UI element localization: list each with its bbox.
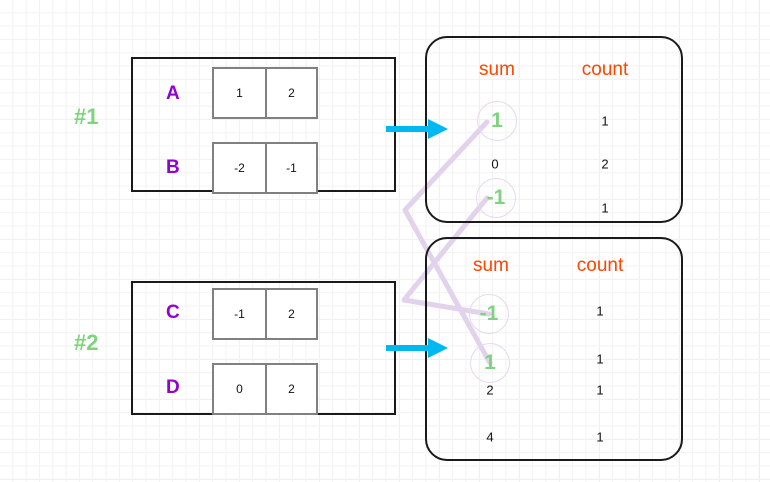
cell-pair-a: 1 2	[212, 67, 318, 119]
panel-2-row-0-count: 1	[596, 303, 604, 319]
panel-1-row-2-highlight-ring	[476, 178, 516, 218]
cell-b-0: -2	[234, 161, 245, 175]
cell-pair-b: -2 -1	[212, 142, 318, 194]
row-label-a: A	[166, 83, 180, 104]
panel-2-row-3-sum: 4	[486, 429, 494, 445]
row-label-d: D	[166, 377, 180, 398]
panel-1-header-sum: sum	[479, 59, 515, 80]
panel-2-row-3-count: 1	[596, 429, 604, 445]
row-label-b: B	[166, 157, 180, 178]
cell-pair-c: -1 2	[212, 288, 318, 340]
cell-a-0: 1	[236, 86, 243, 100]
cell-c-1: 2	[265, 290, 316, 338]
arrow-group2-to-panel2	[386, 338, 448, 358]
panel-2-row-0-sum: -1	[479, 302, 499, 325]
link-panel1-sum-neg1-to-panel2-sum-neg1	[401, 195, 492, 317]
panel-2-header-sum: sum	[473, 255, 509, 276]
panel-1-row-0-count: 1	[601, 113, 609, 129]
panel-1-row-2-count: 1	[601, 200, 609, 216]
panel-1-row-0-sum: 1	[491, 109, 503, 132]
cell-b-1: -1	[265, 144, 316, 192]
cell-a-1: 2	[265, 69, 316, 117]
cell-d-0: 0	[236, 382, 243, 396]
panel-1-row-1-sum: 0	[491, 156, 499, 172]
cell-c-0: -1	[234, 307, 245, 321]
group-tag-2: #2	[74, 330, 99, 355]
panel-1-header-count: count	[581, 59, 629, 80]
cell-pair-d: 0 2	[212, 363, 318, 415]
panel-2-row-2-sum: 2	[486, 382, 494, 398]
panel-2-row-1-sum: 1	[484, 351, 496, 374]
arrow-group1-to-panel1	[386, 119, 448, 139]
group-tag-1: #1	[74, 104, 99, 129]
panel-2-row-1-highlight-ring	[470, 343, 510, 383]
panel-2-row-1-count: 1	[596, 351, 604, 367]
panel-2-row-0-highlight-ring	[469, 294, 509, 334]
panel-2-row-2-count: 1	[596, 382, 604, 398]
panel-2-header-count: count	[576, 255, 624, 276]
panel-1-row-1-count: 2	[601, 156, 609, 172]
panel-1-row-2-sum: -1	[486, 186, 506, 209]
panel-1-row-0-highlight-ring	[477, 101, 517, 141]
cell-d-1: 2	[265, 365, 316, 413]
row-label-c: C	[166, 302, 180, 323]
